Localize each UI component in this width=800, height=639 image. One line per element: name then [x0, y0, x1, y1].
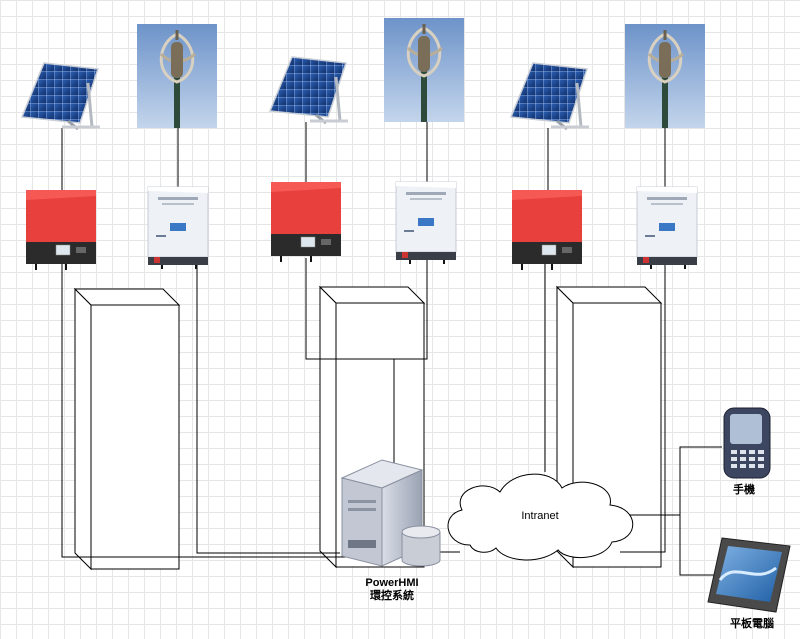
equipment-rack — [74, 288, 180, 570]
wind-turbine-icon — [623, 22, 707, 130]
tablet-icon — [707, 537, 791, 613]
wind-controller-icon — [147, 186, 209, 270]
server-label-line1: PowerHMI — [365, 577, 418, 589]
solar-panel-icon — [20, 61, 102, 131]
solar-inverter-icon — [25, 189, 97, 271]
cloud-label: Intranet — [521, 510, 558, 522]
solar-inverter-icon — [270, 181, 342, 263]
database-icon — [401, 525, 441, 567]
mobile-phone-icon — [723, 407, 771, 479]
wind-controller-icon — [395, 181, 457, 265]
wiring — [61, 122, 722, 576]
wind-turbine-icon — [135, 22, 219, 130]
solar-panel-icon — [509, 61, 591, 131]
tablet-label: 平板電腦 — [730, 616, 774, 630]
phone-label: 手機 — [733, 482, 755, 496]
solar-panel-icon — [268, 55, 350, 125]
wind-turbine-icon — [382, 16, 466, 124]
wind-controller-icon — [636, 186, 698, 270]
server-label-line2: 環控系統 — [370, 588, 414, 602]
cloud-icon — [447, 473, 634, 561]
solar-inverter-icon — [511, 189, 583, 271]
